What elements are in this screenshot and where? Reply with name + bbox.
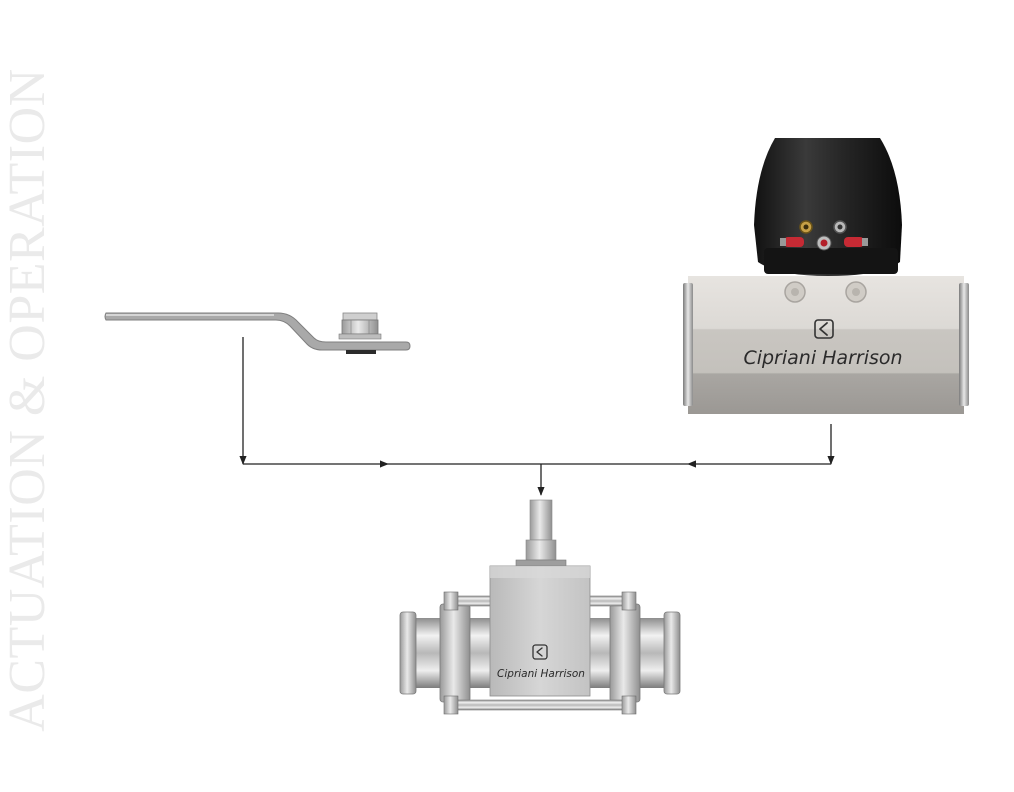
pneumatic-actuator: Cipriani Harrison bbox=[683, 138, 969, 414]
ball-valve: Cipriani Harrison bbox=[399, 499, 681, 715]
actuator-brand-name: Cipriani Harrison bbox=[743, 347, 902, 369]
actuator-end-cap-left bbox=[683, 283, 693, 406]
lever-nut bbox=[338, 312, 382, 354]
valve-brand-name: Cipriani Harrison bbox=[497, 668, 585, 680]
air-fittings bbox=[780, 220, 868, 251]
flange-right bbox=[663, 611, 681, 695]
valve-brand-logo bbox=[532, 644, 548, 660]
actuator-end-cap-right bbox=[959, 283, 969, 406]
valve-stem bbox=[529, 499, 553, 541]
flange-left bbox=[399, 611, 417, 695]
lower-bolt-rod bbox=[445, 699, 635, 711]
connection-lines bbox=[239, 337, 835, 496]
manual-lever-handle bbox=[104, 312, 411, 354]
actuator-body bbox=[688, 276, 964, 414]
valve-body bbox=[489, 565, 591, 697]
actuator-brand-logo bbox=[814, 319, 834, 339]
